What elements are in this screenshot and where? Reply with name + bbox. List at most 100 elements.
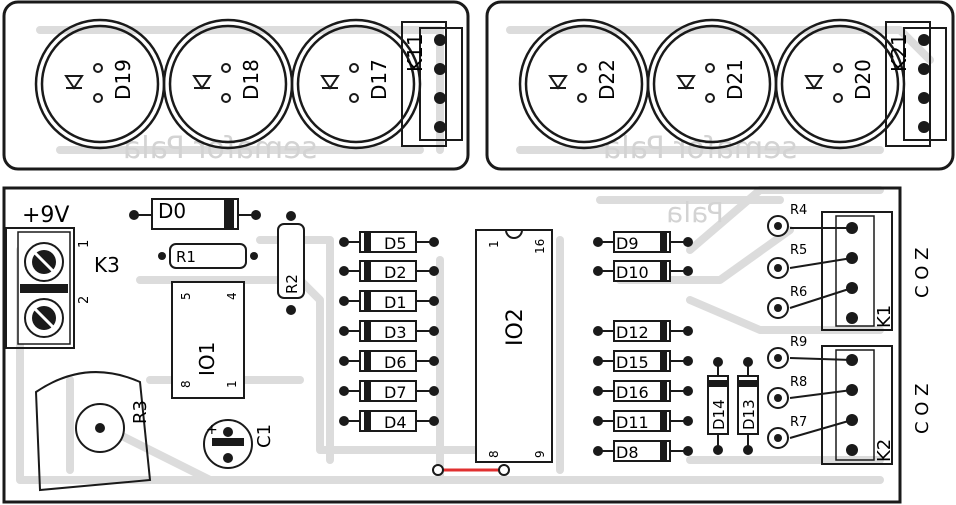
diode-d1: D1 bbox=[339, 290, 439, 312]
k3-pin-2: 2 bbox=[77, 296, 92, 304]
label-r3: R3 bbox=[130, 400, 151, 424]
label-d19: D19 bbox=[111, 59, 135, 100]
label-d13: D13 bbox=[740, 399, 758, 430]
led-d19: D19 bbox=[34, 18, 166, 150]
label-d22: D22 bbox=[595, 59, 619, 100]
label-d10: D10 bbox=[616, 263, 649, 282]
label-k11: K11 bbox=[403, 33, 427, 72]
resistor-r5: R5 bbox=[767, 243, 853, 279]
label-r4: R4 bbox=[790, 203, 807, 218]
diode-d3: D3 bbox=[339, 320, 439, 342]
label-d5: D5 bbox=[384, 234, 407, 253]
led-d20: D20 bbox=[774, 18, 906, 150]
label-d4: D4 bbox=[384, 413, 407, 432]
side-label-top: C O Z bbox=[912, 247, 933, 298]
resistor-r8: R8 bbox=[767, 375, 853, 409]
io2-pin8: 8 bbox=[487, 450, 501, 458]
diode-d2: D2 bbox=[339, 260, 439, 282]
diode-d7: D7 bbox=[339, 380, 439, 402]
power-connector-k3: 1 2 K3 bbox=[5, 227, 120, 349]
io1-pin5: 5 bbox=[179, 292, 193, 300]
label-r6: R6 bbox=[790, 285, 807, 300]
connector-k21: K21 bbox=[885, 21, 947, 147]
left-display-board: semafor Pala D19 D18 D17 bbox=[2, 0, 470, 171]
led-d21: D21 bbox=[646, 18, 778, 150]
resistor-r1: R1 bbox=[158, 243, 258, 269]
diode-d14: D14 bbox=[707, 357, 729, 455]
label-io1: IO1 bbox=[195, 342, 219, 376]
jumper-wire bbox=[432, 464, 510, 476]
label-d16: D16 bbox=[616, 383, 649, 402]
diode-d4: D4 bbox=[339, 410, 439, 432]
power-label: +9V bbox=[22, 203, 69, 228]
resistor-r4: R4 bbox=[767, 203, 852, 237]
right-display-board: semafor Pala D22 D21 D20 bbox=[485, 0, 955, 171]
capacitor-c1: + C1 bbox=[203, 419, 275, 469]
main-mirror-text: Pala bbox=[666, 196, 724, 229]
right-diode-column: D9 D10 D12 D15 bbox=[593, 231, 693, 462]
diode-d15: D15 bbox=[593, 350, 693, 372]
main-board: Pala +9V 1 2 K3 D0 bbox=[2, 186, 933, 504]
resistor-r6: R6 bbox=[767, 285, 853, 319]
label-r8: R8 bbox=[790, 375, 807, 390]
io2-pin16: 16 bbox=[533, 239, 547, 254]
diode-d11: D11 bbox=[593, 410, 693, 432]
ic-io2: 1 16 8 9 IO2 bbox=[475, 229, 553, 463]
c1-plus: + bbox=[206, 422, 218, 438]
label-k1: K1 bbox=[874, 305, 895, 328]
label-r2: R2 bbox=[283, 274, 301, 294]
label-r7: R7 bbox=[790, 415, 807, 430]
label-d18: D18 bbox=[239, 59, 263, 100]
label-d8: D8 bbox=[616, 443, 639, 462]
label-d7: D7 bbox=[384, 383, 407, 402]
diode-d8: D8 bbox=[593, 440, 693, 462]
connector-k1: K1 bbox=[821, 211, 895, 331]
diode-d13: D13 bbox=[737, 357, 759, 455]
diode-d10: D10 bbox=[593, 260, 693, 282]
diode-d5: D5 bbox=[339, 231, 439, 253]
label-d12: D12 bbox=[616, 323, 649, 342]
led-d18: D18 bbox=[162, 18, 294, 150]
diode-d0: D0 bbox=[129, 198, 261, 230]
ic-io1: 5 4 8 1 IO1 bbox=[171, 281, 245, 399]
led-d17: D17 bbox=[290, 18, 422, 150]
label-d0: D0 bbox=[158, 199, 186, 223]
label-d6: D6 bbox=[384, 353, 407, 372]
label-d17: D17 bbox=[367, 59, 391, 100]
label-d9: D9 bbox=[616, 234, 639, 253]
diode-d12: D12 bbox=[593, 320, 693, 342]
left-diode-column: D5 D2 D1 D3 bbox=[339, 231, 439, 432]
label-io2: IO2 bbox=[503, 308, 528, 346]
potentiometer-r3: R3 bbox=[34, 371, 152, 492]
label-r1: R1 bbox=[176, 248, 196, 266]
label-d3: D3 bbox=[384, 323, 407, 342]
label-d20: D20 bbox=[851, 59, 875, 100]
label-d11: D11 bbox=[616, 413, 649, 432]
label-c1: C1 bbox=[254, 424, 275, 448]
resistor-r9: R9 bbox=[767, 335, 853, 369]
label-r5: R5 bbox=[790, 243, 807, 258]
diode-d9: D9 bbox=[593, 231, 693, 253]
io2-pin1: 1 bbox=[487, 240, 501, 248]
label-d2: D2 bbox=[384, 263, 407, 282]
label-r9: R9 bbox=[790, 335, 807, 350]
k3-pin-1: 1 bbox=[77, 240, 92, 248]
right-mirror-text: semafor Pala bbox=[603, 131, 797, 166]
io1-pin8: 8 bbox=[179, 380, 193, 388]
label-d15: D15 bbox=[616, 353, 649, 372]
io1-pin1: 1 bbox=[225, 380, 239, 388]
resistor-r7: R7 bbox=[767, 415, 853, 449]
label-d21: D21 bbox=[723, 59, 747, 100]
connector-k11: K11 bbox=[401, 21, 463, 147]
diode-d16: D16 bbox=[593, 380, 693, 402]
label-k3: K3 bbox=[94, 253, 120, 277]
connector-k2: K2 bbox=[821, 345, 895, 465]
label-k21: K21 bbox=[887, 33, 911, 72]
side-label-bottom: C O Z bbox=[912, 383, 933, 434]
label-k2: K2 bbox=[874, 439, 895, 462]
label-d14: D14 bbox=[710, 399, 728, 430]
led-d22: D22 bbox=[518, 18, 650, 150]
io1-pin4: 4 bbox=[225, 292, 239, 300]
label-d1: D1 bbox=[384, 293, 407, 312]
